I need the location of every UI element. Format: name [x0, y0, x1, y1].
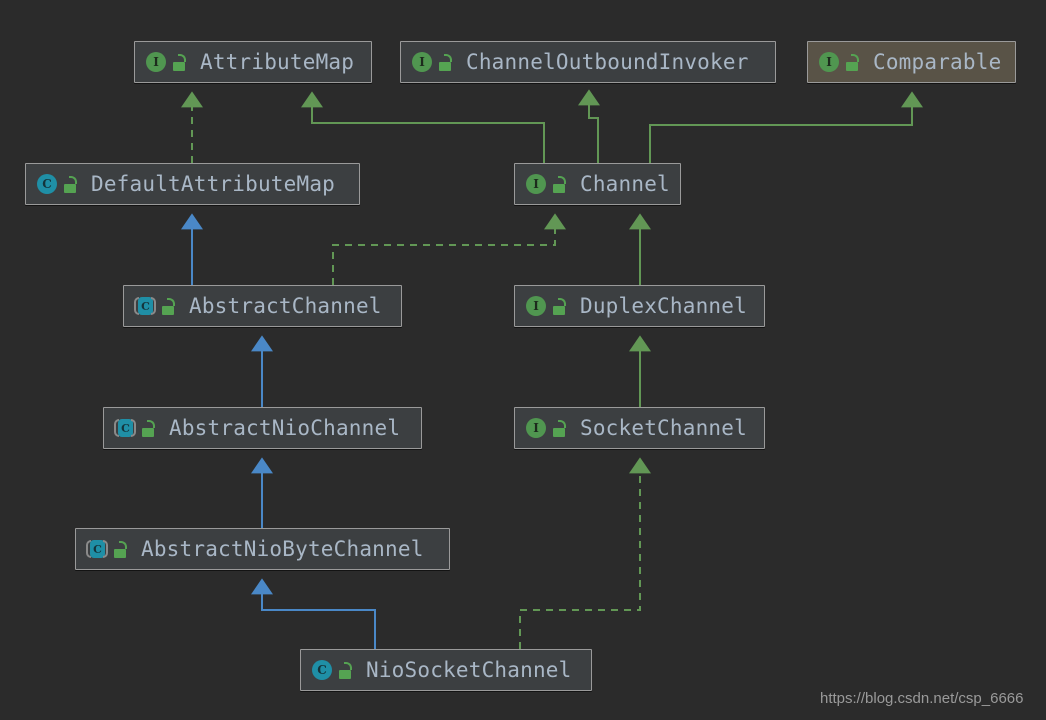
unlocked-padlock-icon	[338, 661, 353, 679]
unlocked-padlock-icon	[161, 297, 176, 315]
edge-channel-extends-attributemap	[301, 91, 545, 163]
node-socketchannel[interactable]: I SocketChannel	[514, 407, 765, 449]
abstract-class-icon: C	[86, 538, 108, 560]
unlocked-padlock-icon	[552, 175, 567, 193]
interface-circle-icon: I	[145, 51, 167, 73]
node-label: AbstractChannel	[189, 293, 382, 318]
edge-channel-extends-channeloutboundinvoker	[578, 89, 600, 163]
node-label: SocketChannel	[580, 415, 747, 440]
class-circle-icon: C	[311, 659, 333, 681]
interface-circle-icon: I	[525, 295, 547, 317]
node-label: DuplexChannel	[580, 293, 747, 318]
unlocked-padlock-icon	[113, 540, 128, 558]
node-attributemap[interactable]: I AttributeMap	[134, 41, 372, 83]
edge-niosocketchannel-extends-abstractniobytechannel	[251, 578, 376, 649]
node-label: DefaultAttributeMap	[91, 171, 336, 196]
node-defaultattributemap[interactable]: C DefaultAttributeMap	[25, 163, 360, 205]
node-niosocketchannel[interactable]: C NioSocketChannel	[300, 649, 592, 691]
node-channeloutboundinvoker[interactable]: I ChannelOutboundInvoker	[400, 41, 776, 83]
watermark-text: https://blog.csdn.net/csp_6666	[820, 690, 1024, 707]
node-label: Channel	[580, 171, 670, 196]
abstract-class-icon: C	[134, 295, 156, 317]
node-label: NioSocketChannel	[366, 657, 572, 682]
edge-channel-extends-comparable	[649, 91, 923, 163]
node-abstractniochannel[interactable]: C AbstractNioChannel	[103, 407, 422, 449]
interface-circle-icon: I	[818, 51, 840, 73]
node-label: AbstractNioChannel	[169, 415, 401, 440]
unlocked-padlock-icon	[63, 175, 78, 193]
node-label: AttributeMap	[200, 49, 355, 74]
node-label: Comparable	[873, 49, 1002, 74]
node-comparable[interactable]: I Comparable	[807, 41, 1016, 83]
node-channel[interactable]: I Channel	[514, 163, 681, 205]
unlocked-padlock-icon	[552, 419, 567, 437]
unlocked-padlock-icon	[845, 53, 860, 71]
node-label: AbstractNioByteChannel	[141, 536, 424, 561]
interface-circle-icon: I	[525, 173, 547, 195]
node-abstractchannel[interactable]: C AbstractChannel	[123, 285, 402, 327]
unlocked-padlock-icon	[172, 53, 187, 71]
interface-circle-icon: I	[411, 51, 433, 73]
node-duplexchannel[interactable]: I DuplexChannel	[514, 285, 765, 327]
abstract-class-icon: C	[114, 417, 136, 439]
edge-niosocketchannel-implements-socketchannel	[519, 457, 651, 649]
edge-abstractchannel-implements-channel	[332, 213, 566, 285]
class-circle-icon: C	[36, 173, 58, 195]
unlocked-padlock-icon	[141, 419, 156, 437]
unlocked-padlock-icon	[552, 297, 567, 315]
interface-circle-icon: I	[525, 417, 547, 439]
node-label: ChannelOutboundInvoker	[466, 49, 749, 74]
unlocked-padlock-icon	[438, 53, 453, 71]
node-abstractniobytechannel[interactable]: C AbstractNioByteChannel	[75, 528, 450, 570]
